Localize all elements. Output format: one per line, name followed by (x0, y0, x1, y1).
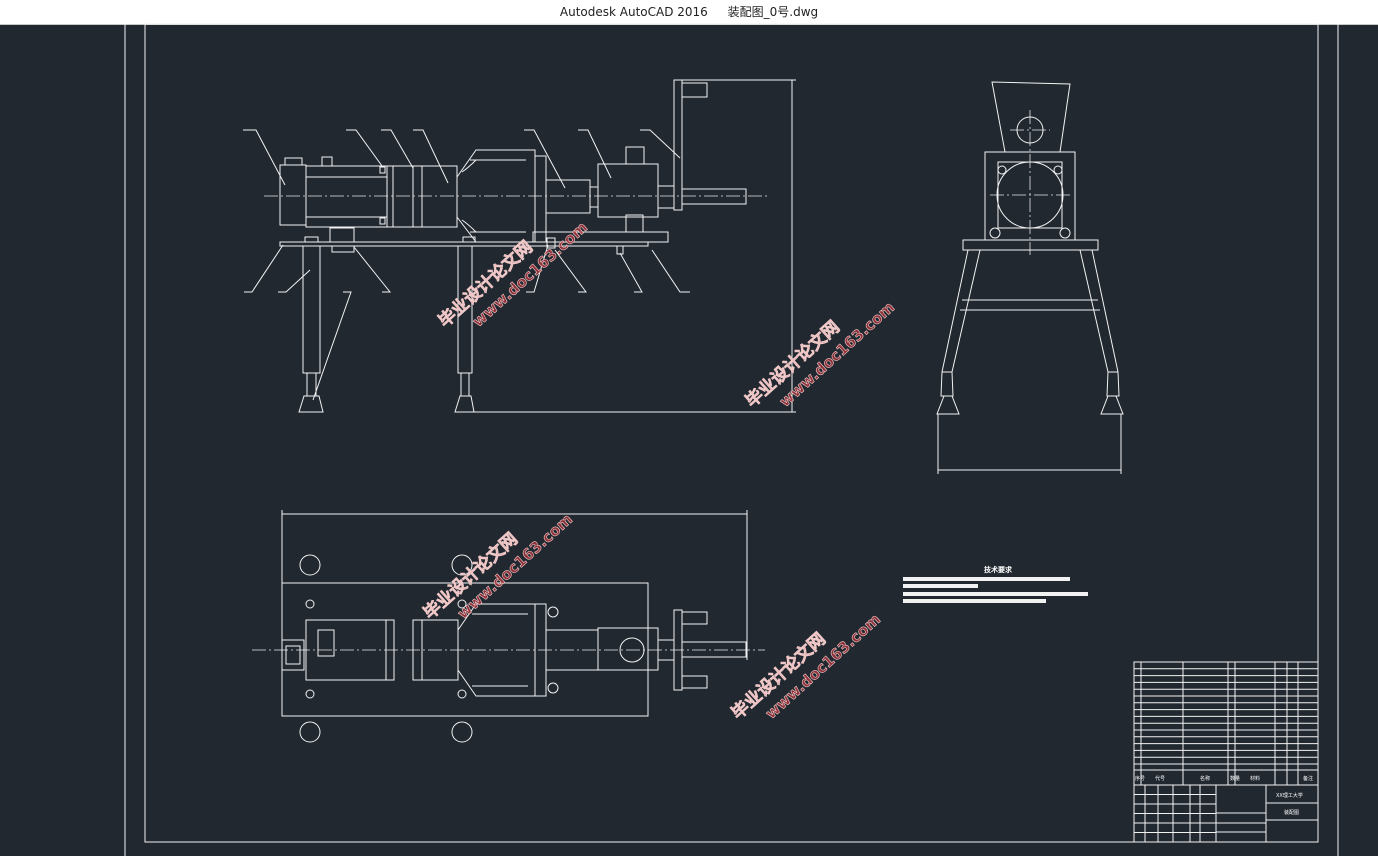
school-name: XX理工大学 (1276, 792, 1303, 799)
drawing-name: 装配图 (1284, 809, 1299, 816)
header-material: 材料 (1250, 775, 1260, 782)
title-block: 序号 代号 名称 数量 材料 备注 XX理工大学 装配图 (1133, 661, 1319, 843)
header-code: 代号 (1155, 775, 1165, 782)
header-qty: 数量 (1230, 775, 1240, 782)
file-name: 装配图_0号.dwg (727, 5, 819, 19)
notes-title: 技术要求 (984, 565, 1013, 574)
top-view (252, 510, 765, 743)
drawing-frame (124, 23, 1339, 856)
technical-requirements: 技术要求 (903, 565, 1088, 603)
header-name: 名称 (1200, 775, 1210, 782)
side-view (936, 81, 1124, 474)
header-seq: 序号 (1135, 775, 1145, 782)
front-view (243, 79, 796, 413)
header-remark: 备注 (1303, 775, 1313, 782)
app-title: Autodesk AutoCAD 2016 (559, 5, 708, 19)
